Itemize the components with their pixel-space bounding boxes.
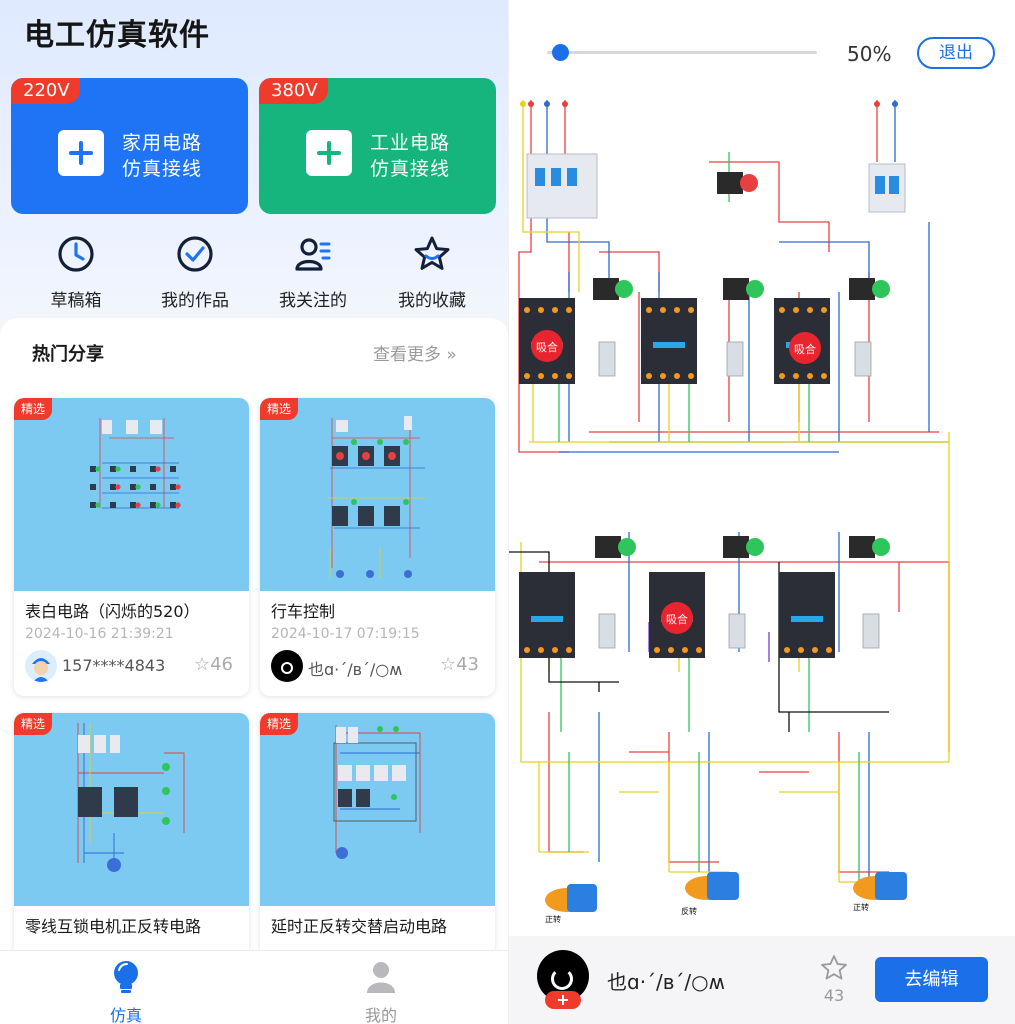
plus-icon [306,130,352,176]
circuit-preview-icon [333,725,421,859]
share-date: 2024-10-17 07:19:15 [271,626,420,642]
follow-plus-icon[interactable]: + [545,991,581,1009]
tab-label: 仿真 [109,1006,142,1024]
star-icon [414,236,450,270]
tab-label: 我的 [364,1006,397,1024]
plus-icon [58,130,104,176]
card-title: 工业电路 [370,132,451,154]
shortcut-label: 我关注的 [279,291,347,311]
card-subtitle: 仿真接线 [122,158,203,180]
share-date: 2024-10-16 21:39:21 [25,626,174,642]
user-list-icon [295,238,331,271]
shortcut-my-works[interactable]: 我的作品 [135,234,255,311]
favorite-button[interactable]: 43 [819,954,849,1005]
household-circuit-card[interactable]: 220V 家用电路 仿真接线 [11,78,248,214]
share-title: 零线互锁电机正反转电路 [25,917,202,936]
share-card[interactable]: 精选 行车控制 2024-10-17 07:19:15 也ɑ·ˊ/ʙˊ/○ʍ ☆… [260,398,495,696]
author-name: 157****4843 [62,656,166,675]
circuit-thumbnail: 精选 [14,398,249,591]
view-more-link[interactable]: 查看更多 » [373,345,457,365]
share-card[interactable]: 精选 延时正反转交替启动电路 [260,713,495,958]
check-circle-icon [177,236,213,272]
bottom-tab-bar: 仿真 我的 [0,950,508,1024]
shortcut-favorites[interactable]: 我的收藏 [372,234,492,311]
share-title: 表白电路（闪烁的520） [25,602,200,621]
share-card[interactable]: 精选 零线互锁电机正反转电路 [14,713,249,958]
featured-tag: 精选 [14,398,53,420]
lightbulb-icon [114,961,138,993]
tab-simulation[interactable]: 仿真 [66,959,186,1024]
card-title: 家用电路 [122,132,203,154]
share-card[interactable]: 精选 表白电路（闪烁的520） 2024-10-16 21:39:21 157*… [14,398,249,696]
circuit-thumbnail: 精选 [260,398,495,591]
shortcut-label: 我的作品 [161,291,229,311]
shortcut-drafts[interactable]: 草稿箱 [16,234,136,311]
favorite-count[interactable]: ☆46 [194,654,233,675]
engaged-label: 吸合 [794,342,816,356]
circuit-viewer: 50% 退出 [508,0,1015,1024]
favorite-count[interactable]: ☆43 [440,654,479,675]
voltage-badge: 380V [259,78,328,104]
home-panel: 电工仿真软件 220V 家用电路 仿真接线 380V 工业电路 仿真接线 草稿箱… [0,0,508,1024]
favorite-count-value: 43 [456,654,479,675]
author-name: 也ɑ·ˊ/ʙˊ/○ʍ [308,660,403,679]
avatar [271,650,303,682]
clock-icon [58,236,94,272]
edit-button[interactable]: 去编辑 [875,957,988,1002]
featured-tag: 精选 [260,713,299,735]
engaged-label: 吸合 [536,340,558,354]
circuit-preview-icon [90,418,181,509]
avatar [25,650,57,682]
circuit-thumbnail: 精选 [14,713,249,906]
card-subtitle: 仿真接线 [370,158,451,180]
shortcut-label: 我的收藏 [398,291,466,311]
share-title: 行车控制 [271,602,336,621]
circuit-thumbnail: 精选 [260,713,495,906]
industrial-circuit-card[interactable]: 380V 工业电路 仿真接线 [259,78,496,214]
motor-label: 正转 [853,902,869,912]
exit-button[interactable]: 退出 [917,37,995,69]
circuit-diagram[interactable]: 吸合 吸合 吸合 正转 反转 正转 [509,92,1015,938]
featured-tag: 精选 [260,398,299,420]
shortcut-following[interactable]: 我关注的 [253,234,373,311]
star-outline-icon [821,955,847,980]
circuit-preview-icon [328,416,425,578]
shortcut-label: 草稿箱 [50,291,102,311]
zoom-slider-track[interactable] [547,51,817,54]
tab-mine[interactable]: 我的 [321,959,441,1024]
zoom-slider-handle[interactable] [552,44,569,61]
app-title: 电工仿真软件 [24,18,210,53]
star-outline-icon: ☆ [439,654,457,675]
motor-label: 正转 [545,914,561,924]
zoom-level: 50% [847,42,892,66]
circuit-preview-icon [77,723,185,872]
engaged-label: 吸合 [666,612,688,626]
favorite-count: 43 [823,986,845,1005]
share-title: 延时正反转交替启动电路 [271,917,448,936]
voltage-badge: 220V [11,78,80,104]
star-outline-icon: ☆ [193,654,211,675]
featured-tag: 精选 [14,713,53,735]
author-bar: + 也ɑ·ˊ/ʙˊ/○ʍ 43 去编辑 [509,936,1015,1024]
author-name: 也ɑ·ˊ/ʙˊ/○ʍ [607,970,725,994]
favorite-count-value: 46 [210,654,233,675]
user-icon [367,962,395,993]
hot-share-title: 热门分享 [32,344,104,365]
motor-label: 反转 [681,906,697,916]
